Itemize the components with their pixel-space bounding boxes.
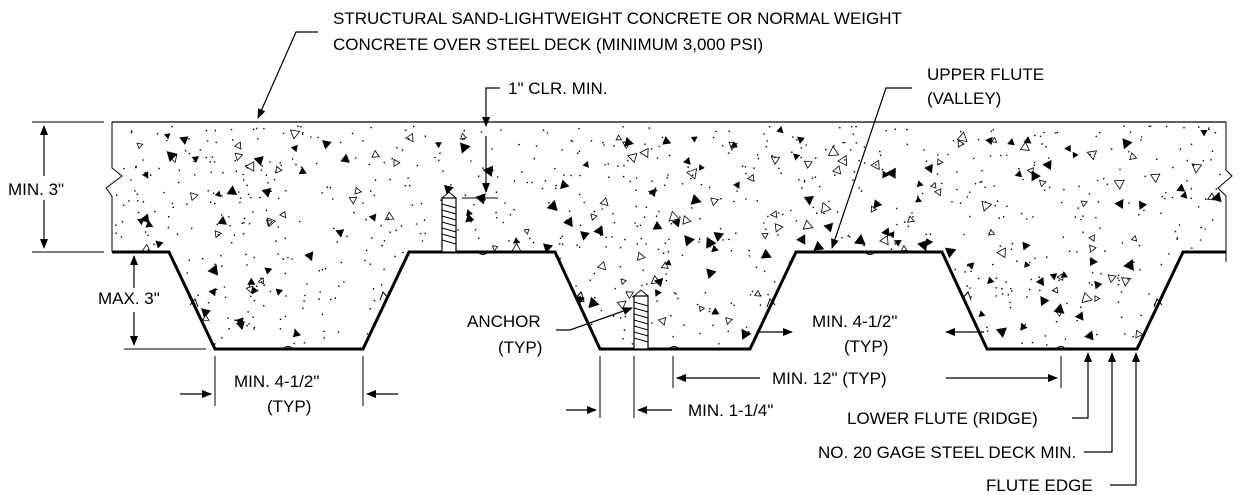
flute-edge-leader [1110, 352, 1140, 486]
upper-flute-label-line1: UPPER FLUTE [927, 65, 1044, 84]
lower-flute-label: LOWER FLUTE (RIDGE) [847, 409, 1038, 428]
concrete-label-line2: CONCRETE OVER STEEL DECK (MINIMUM 3,000 … [333, 35, 763, 54]
anchor-label-line1: ANCHOR [467, 312, 541, 331]
concrete-label-line1: STRUCTURAL SAND-LIGHTWEIGHT CONCRETE OR … [333, 9, 902, 28]
min114-label: MIN. 1-1/4" [688, 401, 773, 420]
max3-label: MAX. 3" [98, 289, 160, 308]
min3-label: MIN. 3" [8, 180, 64, 199]
upper-flute-label-line2: (VALLEY) [927, 89, 1001, 108]
anchor-label-line2: (TYP) [498, 338, 542, 357]
deck-embossments [189, 251, 1163, 350]
min412-right-label-line2: (TYP) [844, 337, 888, 356]
clearance-label: 1" CLR. MIN. [508, 79, 608, 98]
min412-left-label-line2: (TYP) [267, 397, 311, 416]
clearance-leader [485, 87, 500, 106]
lower-flute-leader [1072, 352, 1092, 419]
left-break-line [105, 122, 123, 252]
min412-left-label-line1: MIN. 4-1/2" [234, 372, 319, 391]
steel-deck-leader [1084, 352, 1116, 453]
concrete-leader [257, 31, 318, 119]
right-break-line [1217, 122, 1233, 262]
flute-edge-label: FLUTE EDGE [986, 476, 1093, 495]
anchor-left [441, 191, 457, 253]
steel-deck-label: NO. 20 GAGE STEEL DECK MIN. [818, 443, 1076, 462]
anchor-center [633, 289, 649, 350]
steel-deck-profile [112, 250, 1226, 351]
concrete-fill [112, 122, 1226, 349]
min412-right-label-line1: MIN. 4-1/2" [812, 312, 897, 331]
min12-label: MIN. 12" (TYP) [772, 369, 887, 388]
anchor-leader [556, 307, 633, 331]
upper-flute-leader [831, 87, 912, 249]
concrete-slab [105, 121, 1233, 349]
